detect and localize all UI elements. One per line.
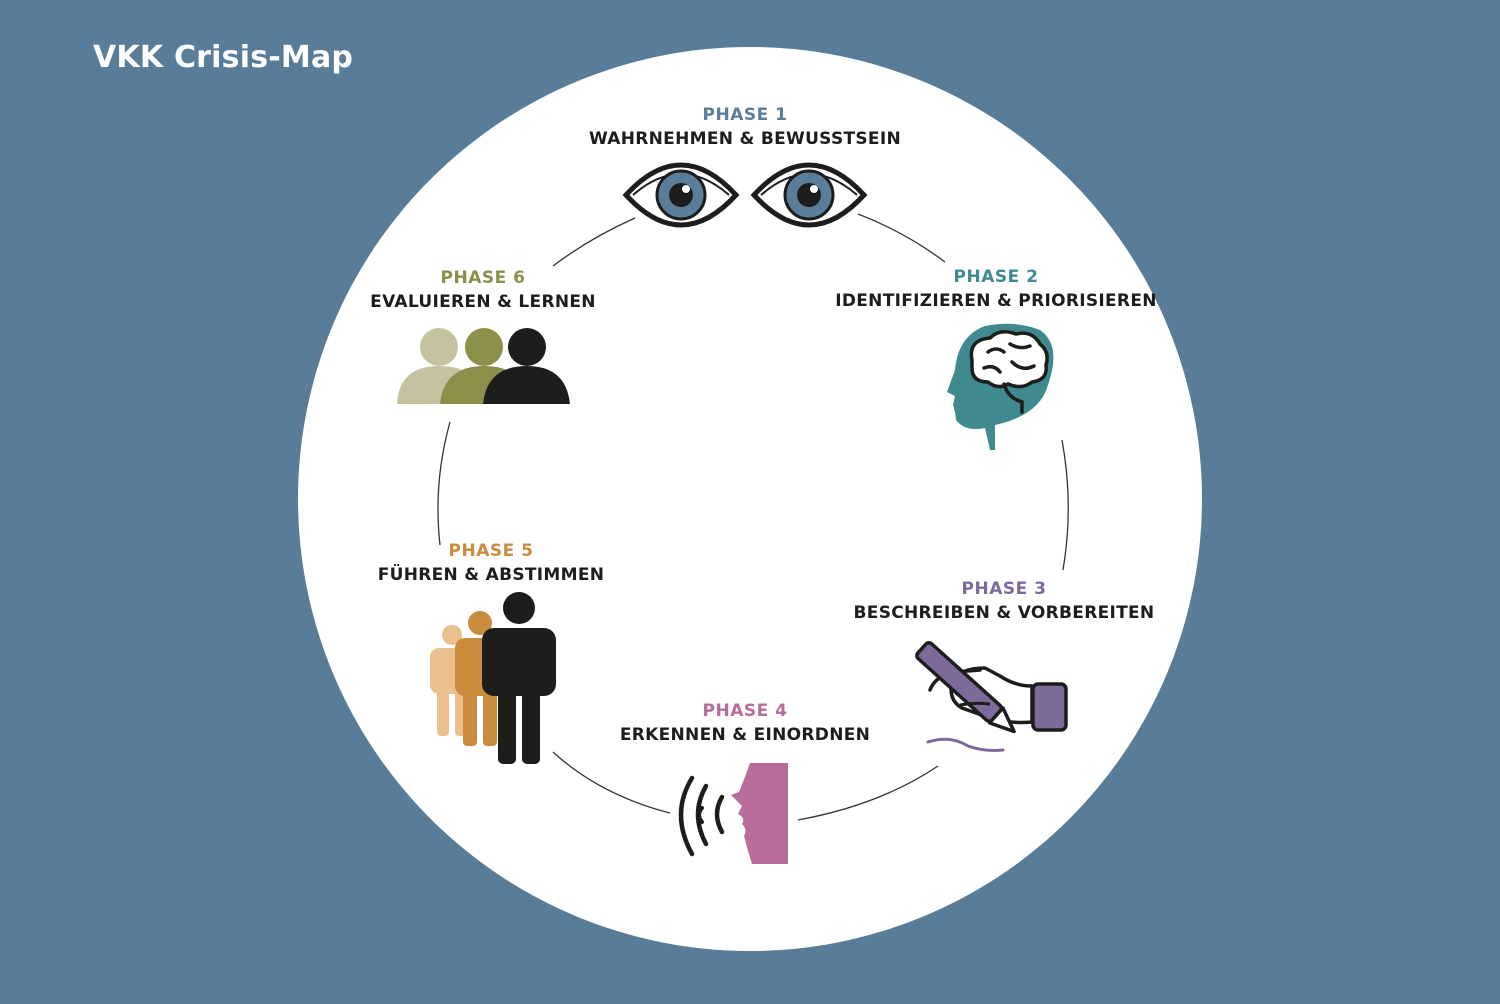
phase-name: EVALUIEREN & LERNEN <box>370 292 596 312</box>
arc-6-to-1 <box>552 217 636 267</box>
phase-number: PHASE 2 <box>953 267 1039 287</box>
phase-number: PHASE 5 <box>448 541 534 561</box>
phase-name: WAHRNEHMEN & BEWUSSTSEIN <box>588 129 902 149</box>
leading-people-icon <box>430 592 556 764</box>
brain-head-icon <box>947 323 1054 450</box>
speaking-face-icon <box>678 763 788 864</box>
arc-1-to-2 <box>857 213 946 263</box>
phase-1-label: PHASE 1 WAHRNEHMEN & BEWUSSTSEIN <box>589 103 901 151</box>
phase-name: IDENTIFIZIEREN & PRIORISIEREN <box>835 291 1157 311</box>
phase-4-label: PHASE 4 ERKENNEN & EINORDNEN <box>620 699 870 747</box>
phase-6-label: PHASE 6 EVALUIEREN & LERNEN <box>370 266 596 314</box>
phase-3-label: PHASE 3 BESCHREIBEN & VORBEREITEN <box>854 577 1155 625</box>
arc-4-to-5 <box>552 751 671 814</box>
phase-number: PHASE 3 <box>961 579 1047 599</box>
eyes-icon <box>622 162 868 228</box>
arc-3-to-4 <box>797 765 939 821</box>
cycle-arcs <box>437 213 1069 821</box>
phase-number: PHASE 4 <box>702 701 788 721</box>
page-title: VKK Crisis-Map <box>93 40 354 75</box>
arc-2-to-3 <box>1061 439 1069 571</box>
phase-5-label: PHASE 5 FÜHREN & ABSTIMMEN <box>378 539 605 587</box>
phase-name: BESCHREIBEN & VORBEREITEN <box>853 603 1155 623</box>
phase-2-label: PHASE 2 IDENTIFIZIEREN & PRIORISIEREN <box>835 265 1157 313</box>
arc-5-to-6 <box>437 421 451 546</box>
phase-name: ERKENNEN & EINORDNEN <box>619 725 871 745</box>
group-people-icon <box>397 328 570 404</box>
phase-number: PHASE 6 <box>440 268 526 288</box>
phase-number: PHASE 1 <box>702 105 788 125</box>
writing-hand-icon <box>915 640 1068 752</box>
phase-name: FÜHREN & ABSTIMMEN <box>377 565 605 585</box>
